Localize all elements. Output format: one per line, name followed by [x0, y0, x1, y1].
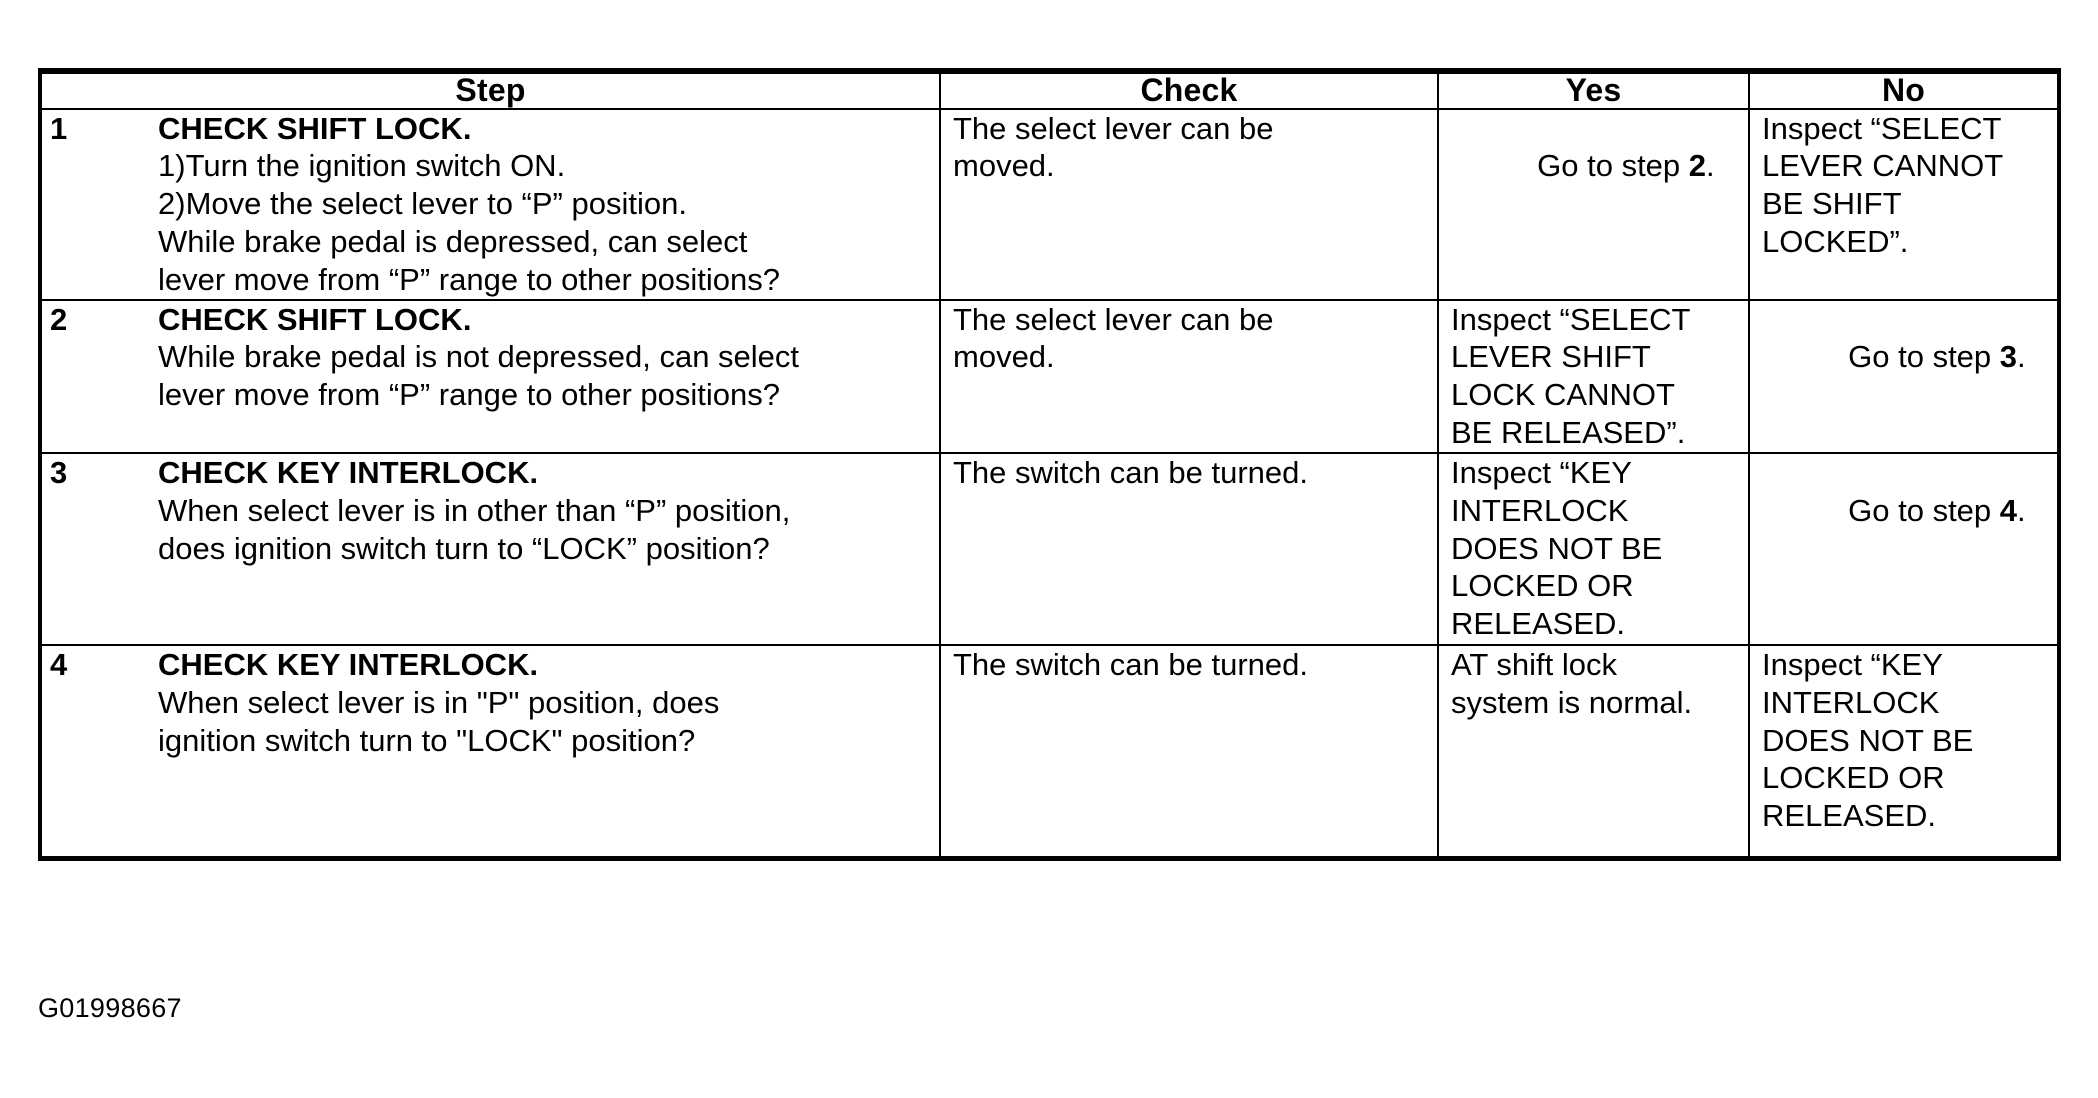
step-title: CHECK KEY INTERLOCK. — [158, 454, 539, 490]
step-title: CHECK SHIFT LOCK. — [158, 301, 472, 337]
step-body: When select lever is in other than “P” p… — [158, 492, 791, 566]
table-row: 2 CHECK SHIFT LOCK. While brake pedal is… — [39, 298, 2060, 454]
step-title: CHECK SHIFT LOCK. — [158, 110, 472, 146]
diagnostic-procedure-table: Step Check Yes No 1 CHECK SHIFT LOCK. 1)… — [38, 68, 2061, 861]
step-number: 1 — [39, 107, 158, 301]
table-header: Step Check Yes No — [40, 70, 2060, 110]
step-title: CHECK KEY INTERLOCK. — [158, 646, 539, 682]
step-number: 2 — [39, 298, 158, 454]
no-action: Go to step 4. — [1748, 451, 2060, 646]
no-action-text: Go to step 3. — [1848, 339, 2026, 374]
column-header-check: Check — [939, 70, 1439, 110]
no-action-suffix: . — [2017, 339, 2026, 375]
step-description: CHECK KEY INTERLOCK. When select lever i… — [158, 643, 941, 860]
yes-action-suffix: . — [1706, 148, 1715, 184]
step-description: CHECK KEY INTERLOCK. When select lever i… — [158, 451, 941, 646]
step-description: CHECK SHIFT LOCK. While brake pedal is n… — [158, 298, 941, 454]
step-description: CHECK SHIFT LOCK. 1)Turn the ignition sw… — [158, 107, 941, 301]
step-body: While brake pedal is not depressed, can … — [158, 339, 800, 413]
no-action-prefix: Go to step — [1848, 492, 2000, 528]
table-row: 4 CHECK KEY INTERLOCK. When select lever… — [39, 643, 2060, 860]
table-header-row: Step Check Yes No — [40, 70, 2060, 110]
yes-action: Inspect “KEY INTERLOCK DOES NOT BE LOCKE… — [1437, 451, 1750, 646]
check-result: The switch can be turned. — [939, 451, 1439, 646]
step-body: When select lever is in "P" position, do… — [158, 684, 720, 758]
no-action: Inspect “SELECT LEVER CANNOT BE SHIFT LO… — [1748, 107, 2060, 301]
no-action-text: Go to step 4. — [1848, 493, 2026, 528]
column-header-step: Step — [40, 70, 941, 110]
no-action-prefix: Go to step — [1848, 339, 2000, 375]
check-result: The select lever can be moved. — [939, 107, 1439, 301]
no-action-step-number: 3 — [1999, 339, 2018, 375]
yes-action: AT shift lock system is normal. — [1437, 643, 1750, 860]
step-number: 3 — [39, 451, 158, 646]
table-row: 3 CHECK KEY INTERLOCK. When select lever… — [39, 451, 2060, 646]
table-row: 1 CHECK SHIFT LOCK. 1)Turn the ignition … — [39, 107, 2060, 301]
column-header-yes: Yes — [1437, 70, 1750, 110]
yes-action-text: Go to step 2. — [1537, 148, 1715, 183]
yes-action: Go to step 2. — [1437, 107, 1750, 301]
column-header-no: No — [1748, 70, 2060, 110]
yes-action-prefix: Go to step — [1537, 148, 1689, 184]
no-action-step-number: 4 — [1999, 492, 2018, 528]
yes-action: Inspect “SELECT LEVER SHIFT LOCK CANNOT … — [1437, 298, 1750, 454]
check-result: The select lever can be moved. — [939, 298, 1439, 454]
no-action: Go to step 3. — [1748, 298, 2060, 454]
step-body: 1)Turn the ignition switch ON. 2)Move th… — [158, 148, 780, 297]
table-body: 1 CHECK SHIFT LOCK. 1)Turn the ignition … — [39, 107, 2060, 860]
step-number: 4 — [39, 643, 158, 860]
no-action: Inspect “KEY INTERLOCK DOES NOT BE LOCKE… — [1748, 643, 2060, 860]
no-action-suffix: . — [2017, 492, 2026, 528]
figure-code: G01998667 — [38, 993, 182, 1023]
yes-action-step-number: 2 — [1688, 148, 1707, 184]
check-result: The switch can be turned. — [939, 643, 1439, 860]
